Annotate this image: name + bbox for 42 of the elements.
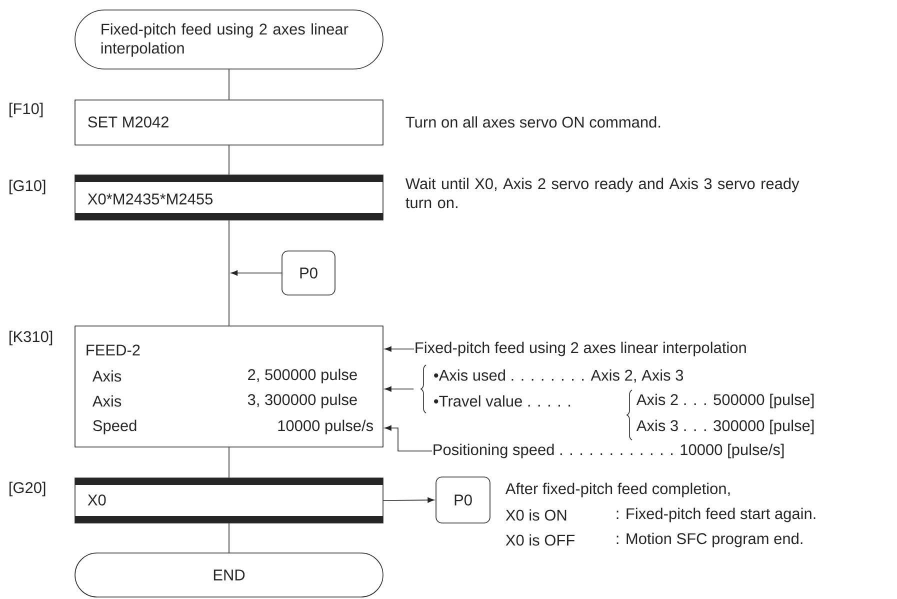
step-label: [G20] bbox=[10, 482, 46, 496]
flow-line bbox=[228, 144, 230, 175]
step-label: [K310] bbox=[10, 330, 52, 346]
jump-box: P0 bbox=[282, 250, 336, 296]
annotation-text: Fixed-pitch feed using 2 axes linear interpolation bbox=[416, 342, 746, 356]
node-label: Axis bbox=[92, 370, 122, 382]
step-label: [F10] bbox=[10, 102, 43, 118]
note-text: : Motion SFC program end. bbox=[616, 532, 802, 548]
note-text: : Fixed-pitch feed start again. bbox=[616, 508, 816, 522]
step-label: [G10] bbox=[10, 180, 46, 194]
flow-line bbox=[228, 522, 230, 553]
terminal-box: END bbox=[74, 552, 384, 598]
arrow bbox=[230, 270, 282, 276]
leader-arrow bbox=[384, 425, 432, 452]
transition-box: X0*M2435*M2455 bbox=[74, 174, 384, 220]
step-box: SET M2042 bbox=[74, 100, 384, 146]
transition-box: X0 bbox=[74, 478, 384, 524]
flow-line bbox=[228, 446, 230, 478]
node-label: 2, 500000 pulse bbox=[248, 368, 357, 384]
step-box: FEED-2 Axis 2, 500000 pulse Axis 3, 300000 pulse Speed 10000 pulse/s bbox=[74, 326, 384, 448]
note-text: After fixed-pitch feed completion, bbox=[505, 482, 730, 498]
leader-arrow bbox=[384, 346, 414, 352]
note-text: X0 is ON bbox=[506, 509, 566, 521]
node-label: Axis bbox=[92, 395, 122, 407]
flow-line bbox=[228, 69, 230, 100]
comment-text: Wait until X0, Axis 2 servo ready and Axis 3 servo ready turn on. bbox=[405, 178, 800, 208]
leader-arrow bbox=[384, 386, 414, 392]
jump-box: P0 bbox=[436, 476, 490, 524]
node-label: FEED-2 bbox=[86, 344, 140, 356]
note-text: X0 is OFF bbox=[506, 534, 575, 546]
terminal-box: Fixed-pitch feed using 2 axes linear interpolation bbox=[74, 10, 384, 70]
annotation-text: Axis 2 . . . 500000 [pulse] bbox=[636, 394, 814, 408]
node-label: Speed bbox=[93, 420, 136, 434]
node-label: 10000 pulse/s bbox=[278, 420, 374, 434]
annotation-text: •Travel value . . . . . bbox=[434, 395, 570, 407]
comment-text: Turn on all axes servo ON command. bbox=[406, 116, 660, 128]
flow-line bbox=[228, 220, 230, 326]
annotation-text: Axis 3 . . . 300000 [pulse] bbox=[636, 420, 814, 434]
annotation-text: Positioning speed . . . . . . . . . . . . 10000 [pulse/s] bbox=[434, 444, 784, 458]
annotation-text: •Axis used . . . . . . . . Axis 2, Axis 3 bbox=[434, 369, 684, 383]
node-label: 3, 300000 pulse bbox=[248, 394, 357, 408]
arrow bbox=[383, 497, 434, 503]
